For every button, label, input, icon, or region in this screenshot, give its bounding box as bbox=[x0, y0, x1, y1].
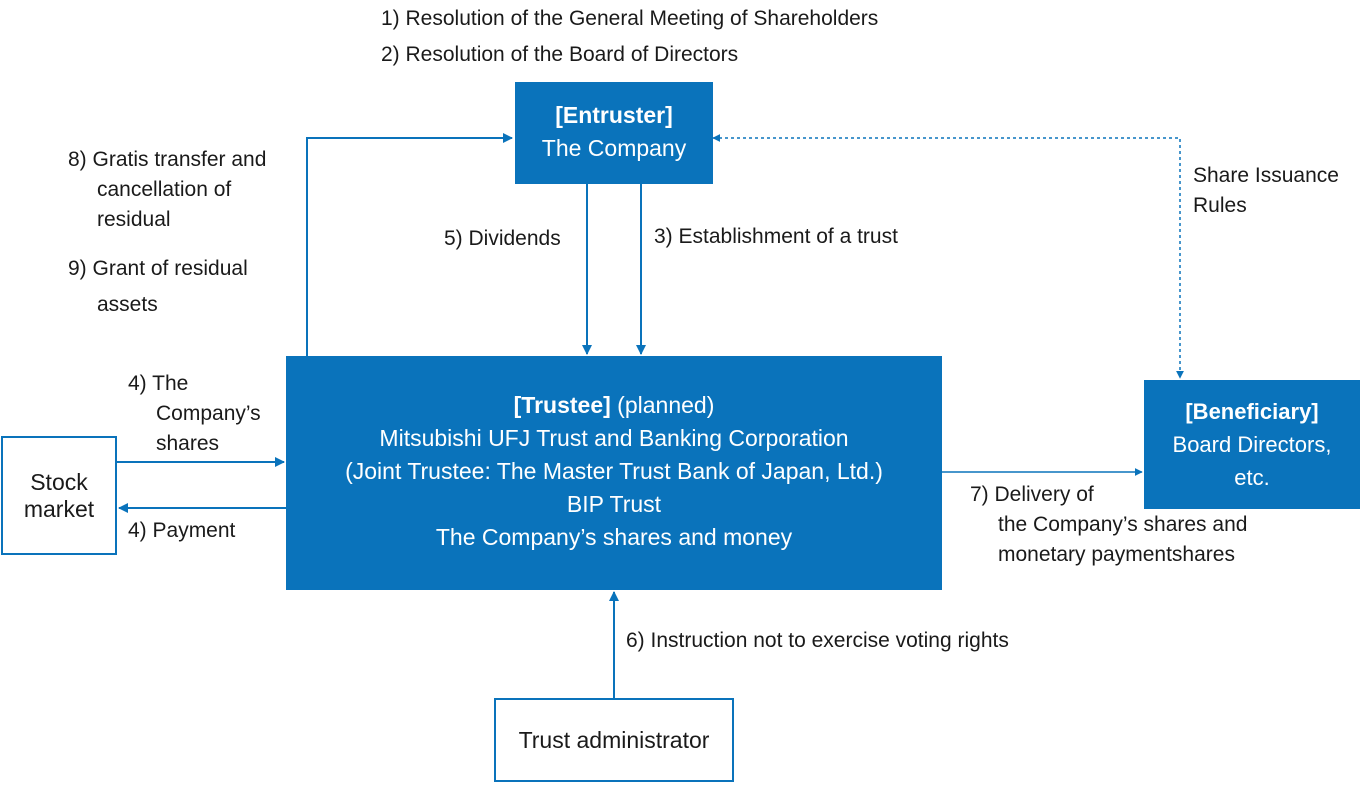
trustee-status: (planned) bbox=[617, 392, 715, 418]
trustee-role: [Trustee] bbox=[513, 392, 611, 418]
label-company-shares: Company’s bbox=[156, 402, 261, 425]
label-delivery: the Company’s shares and bbox=[998, 513, 1248, 536]
label-dividends: 5) Dividends bbox=[444, 227, 561, 250]
beneficiary-line: etc. bbox=[1234, 465, 1270, 490]
label-company-shares: shares bbox=[156, 432, 220, 455]
trustee-line: Mitsubishi UFJ Trust and Banking Corpora… bbox=[379, 425, 849, 451]
trustee-line: The Company’s shares and money bbox=[435, 524, 793, 550]
label-delivery: 7) Delivery of bbox=[970, 483, 1094, 506]
label-delivery: monetary paymentshares bbox=[998, 543, 1235, 566]
arrow-share-issuance-rules bbox=[712, 134, 1184, 379]
trustee-line: BIP Trust bbox=[566, 491, 662, 517]
trust-administrator-box: Trust administrator bbox=[494, 698, 734, 782]
label-company-shares: 4) The bbox=[128, 372, 189, 395]
note-board-resolution: 2) Resolution of the Board of Directors bbox=[381, 43, 739, 66]
stock-market-line: market bbox=[23, 495, 95, 522]
entruster-role: [Entruster] bbox=[555, 102, 673, 128]
label-gratis-transfer: 8) Gratis transfer and bbox=[68, 148, 267, 171]
stock-market-line: Stock bbox=[30, 468, 88, 495]
label-share-issuance-rules: Share Issuance bbox=[1193, 164, 1339, 187]
label-payment: 4) Payment bbox=[128, 519, 236, 542]
trust-administrator-label: Trust administrator bbox=[518, 726, 710, 753]
label-grant-residual: assets bbox=[97, 293, 158, 316]
label-gratis-transfer: cancellation of bbox=[97, 178, 232, 201]
label-gratis-transfer: residual bbox=[97, 208, 171, 231]
note-general-meeting: 1) Resolution of the General Meeting of … bbox=[381, 7, 879, 30]
label-establishment: 3) Establishment of a trust bbox=[654, 225, 898, 248]
beneficiary-role: [Beneficiary] bbox=[1185, 399, 1319, 424]
trustee-box: [Trustee] (planned) Mitsubishi UFJ Trust… bbox=[286, 356, 942, 590]
trustee-heading: [Trustee] (planned) bbox=[286, 389, 942, 422]
label-instruction: 6) Instruction not to exercise voting ri… bbox=[626, 629, 1009, 652]
beneficiary-box: [Beneficiary] Board Directors, etc. bbox=[1144, 380, 1360, 509]
label-grant-residual: 9) Grant of residual bbox=[68, 257, 248, 280]
beneficiary-line: Board Directors, bbox=[1172, 432, 1332, 457]
entruster-box: [Entruster] The Company bbox=[515, 82, 713, 184]
arrow-gratis-transfer bbox=[306, 133, 513, 356]
trustee-line: (Joint Trustee: The Master Trust Bank of… bbox=[345, 458, 883, 484]
entruster-name: The Company bbox=[541, 135, 687, 161]
label-share-issuance-rules: Rules bbox=[1193, 194, 1247, 217]
stock-market-box: Stock market bbox=[1, 436, 117, 555]
